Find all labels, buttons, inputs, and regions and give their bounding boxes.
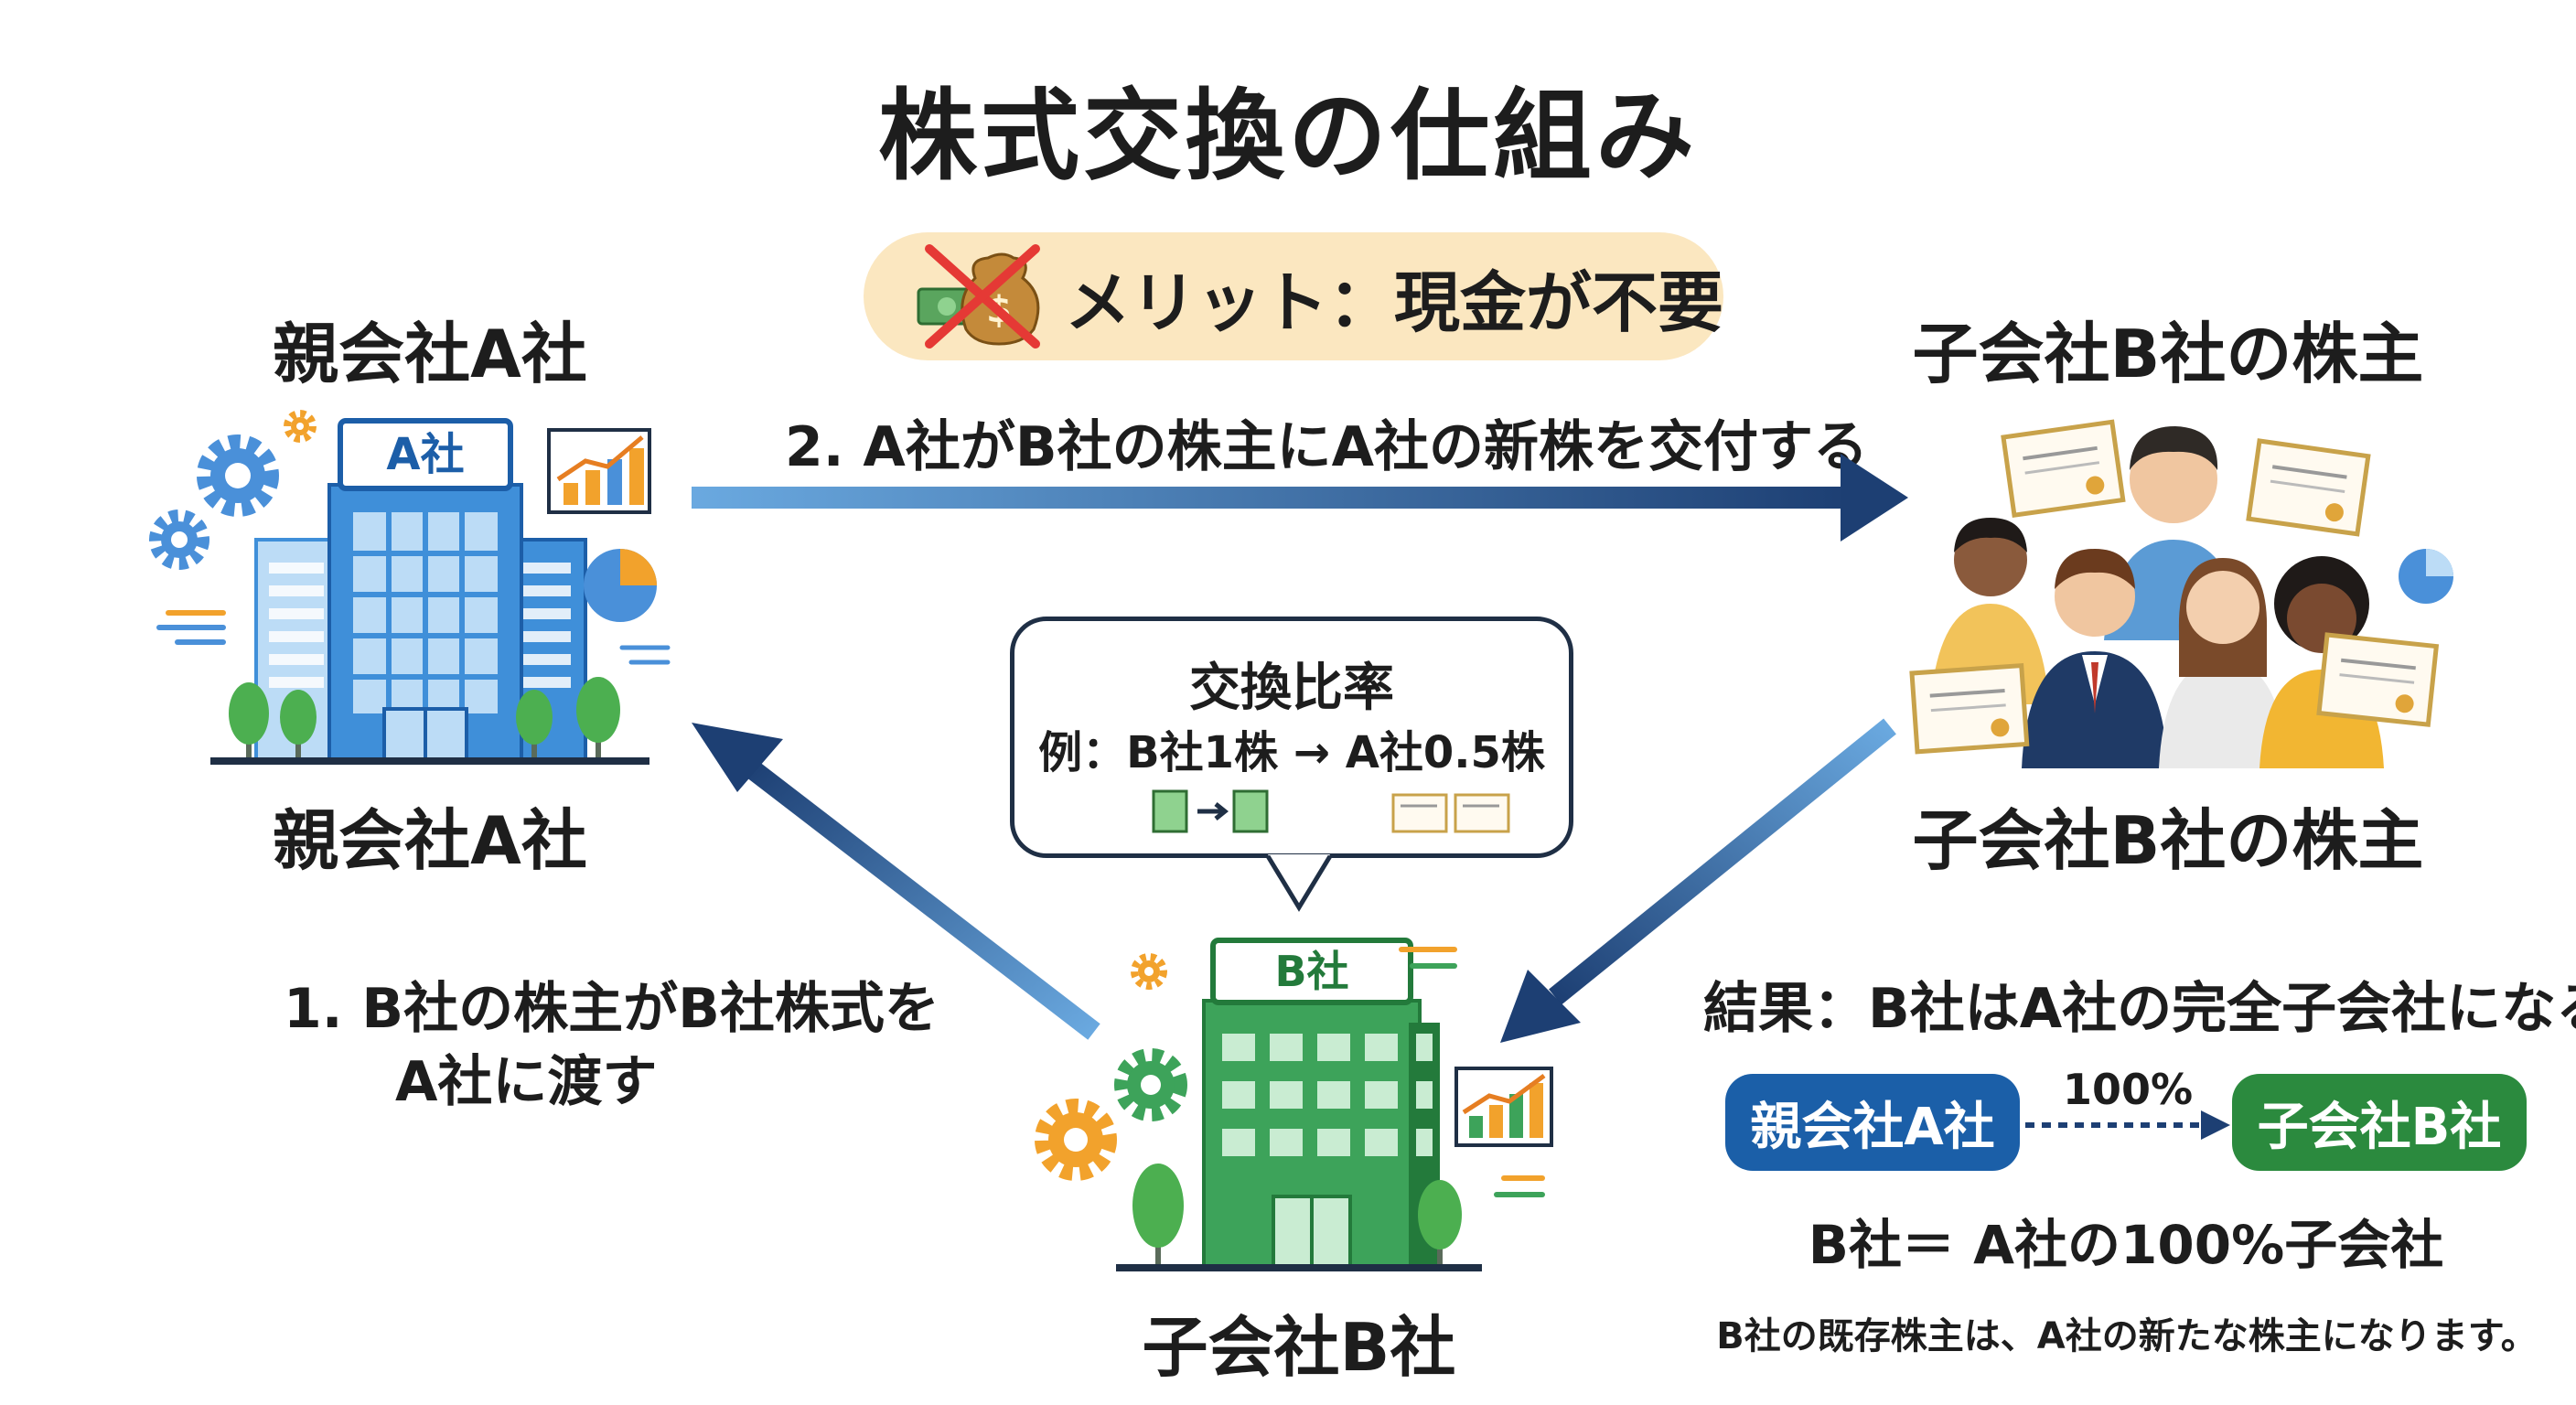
no-cash-icon: $: [911, 241, 1048, 351]
bubble-tail: [1265, 854, 1333, 912]
shareholder-person: [2159, 558, 2287, 768]
page-title: 株式交換の仕組み: [877, 80, 1698, 194]
certificate-icon: [1391, 793, 1510, 833]
tree-icon: [280, 690, 317, 759]
tree-icon: [1418, 1180, 1462, 1266]
certificate-icon: [2001, 419, 2126, 518]
certificate-icon: [2316, 632, 2440, 727]
bar-chart-icon: [1454, 1067, 1553, 1147]
shareholder-person: [2104, 426, 2243, 640]
child-building-sign: B社: [1274, 947, 1348, 996]
speed-lines-icon: [156, 610, 226, 645]
shareholder-person: [2022, 549, 2168, 768]
parent-company-bottom-label: 親会社A社: [273, 802, 587, 879]
exchange-ratio-example: 例：B社1株 → A社0.5株: [1038, 727, 1545, 778]
step2-arrow: [692, 454, 1908, 542]
speed-lines-icon: [1399, 947, 1545, 1197]
step1-arrow: [692, 723, 1100, 1040]
child-company-pill: 子会社B社: [2232, 1074, 2527, 1171]
parent-company-building: A社: [149, 410, 671, 765]
step1-label-line1: 1. B社の株主がB社株式を: [284, 977, 939, 1041]
parent-company-top-label: 親会社A社: [273, 316, 587, 392]
tree-icon: [1132, 1164, 1184, 1266]
gear-icon: [149, 509, 209, 570]
parent-building-sign: A社: [386, 429, 464, 480]
merit-label: メリット：現金が不要: [1065, 263, 1724, 341]
tree-icon: [576, 677, 620, 759]
result-arrow: [1500, 718, 1896, 1043]
tree-icon: [516, 690, 553, 759]
ownership-arrow: [2025, 1110, 2230, 1140]
bar-chart-icon: [547, 428, 651, 514]
pie-chart-icon: [2399, 549, 2453, 604]
certificate-icon: [2246, 438, 2371, 537]
merit-badge: $ メリット：現金が不要: [864, 232, 1723, 360]
result-equation: B社＝ A社の100%子会社: [1808, 1214, 2444, 1276]
parent-company-pill: 親会社A社: [1725, 1074, 2020, 1171]
result-heading: 結果：B社はA社の完全子会社になる: [1703, 977, 2576, 1041]
stock-swap-icon: [1152, 789, 1269, 833]
ownership-percent: 100%: [2062, 1065, 2194, 1114]
gear-icon: [1131, 953, 1167, 990]
shareholders-group: [1909, 419, 2453, 768]
gear-icon: [1035, 1099, 1117, 1181]
pie-chart-icon: [584, 549, 657, 622]
gear-icon: [284, 410, 317, 443]
gear-icon: [197, 434, 279, 517]
step1-label-line2: A社に渡す: [395, 1050, 658, 1114]
certificate-icon: [1909, 662, 2030, 755]
tree-icon: [229, 682, 269, 759]
exchange-ratio-bubble: 交換比率 例：B社1株 → A社0.5株: [1010, 617, 1573, 858]
shareholders-bottom-label: 子会社B社の株主: [1912, 802, 2424, 879]
child-company-label: 子会社B社: [1142, 1309, 1456, 1386]
gear-icon: [1114, 1048, 1187, 1121]
shareholders-top-label: 子会社B社の株主: [1912, 316, 2424, 392]
child-company-building: B社: [1035, 938, 1553, 1271]
result-note: B社の既存株主は、A社の新たな株主になります。: [1716, 1315, 2538, 1357]
shareholder-person: [2259, 556, 2384, 768]
step2-label: 2. A社がB社の株主にA社の新株を交付する: [785, 415, 1869, 479]
exchange-ratio-title: 交換比率: [1189, 659, 1394, 718]
